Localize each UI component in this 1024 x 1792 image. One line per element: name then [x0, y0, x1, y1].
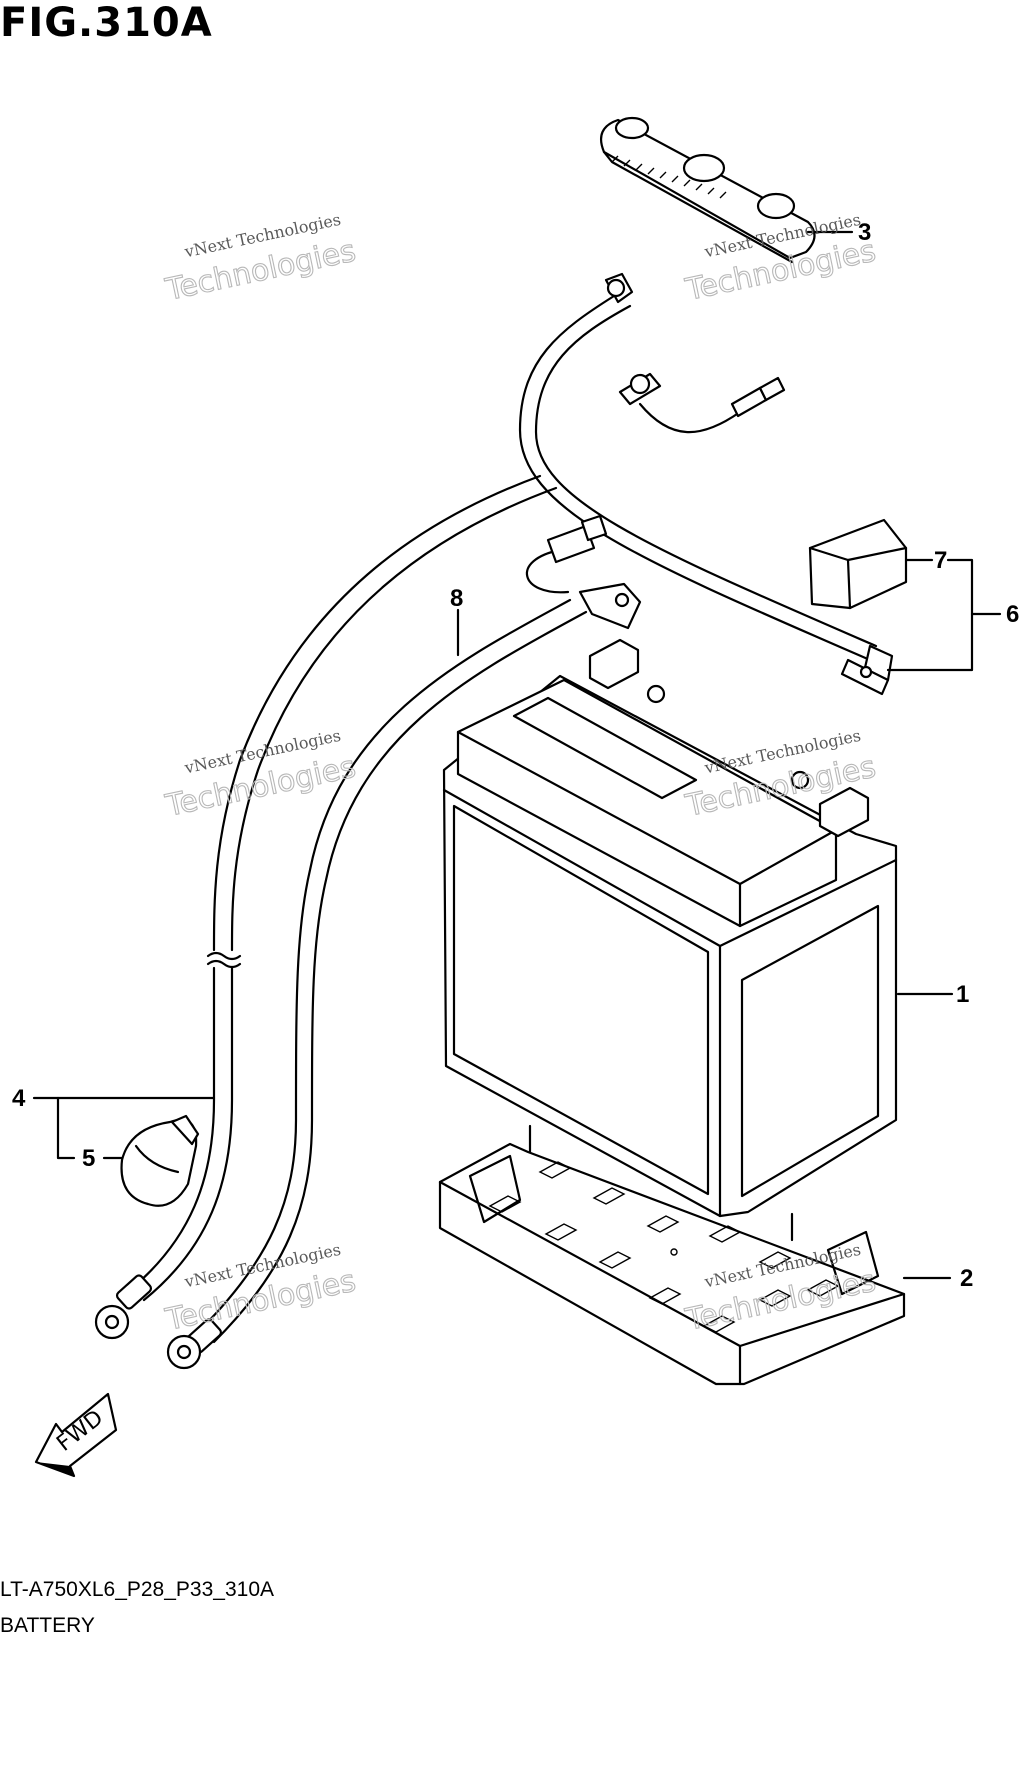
fwd-direction-arrow: FWD	[34, 1392, 118, 1478]
watermark-top-left: Technologies vNext Technologies	[161, 210, 359, 309]
part-2-battery-tray[interactable]	[438, 1124, 906, 1386]
callout-4: 4	[12, 1085, 26, 1112]
part-3-battery-strap[interactable]	[600, 116, 816, 264]
callout-2: 2	[960, 1265, 973, 1292]
part-5-cap[interactable]	[120, 1114, 200, 1207]
callout-6: 6	[1006, 601, 1019, 628]
callout-7: 7	[934, 547, 947, 574]
figure-title: FIG.310A	[0, 0, 213, 46]
part-4-battery-cable[interactable]	[94, 272, 894, 1340]
model-code: LT-A750XL6_P28_P33_310A	[0, 1578, 275, 1601]
part-8-battery-cable[interactable]	[166, 514, 642, 1370]
section-name: BATTERY	[0, 1614, 95, 1637]
callout-1: 1	[956, 981, 969, 1008]
watermark-low-left: Technologies vNext Technologies	[161, 1240, 359, 1339]
part-1-battery[interactable]	[442, 638, 898, 1218]
callout-8: 8	[450, 585, 463, 612]
callout-5: 5	[82, 1145, 95, 1172]
part-7-terminal-cover[interactable]	[808, 518, 908, 610]
leader-4-bracket	[56, 1096, 216, 1160]
callout-3: 3	[858, 219, 871, 246]
